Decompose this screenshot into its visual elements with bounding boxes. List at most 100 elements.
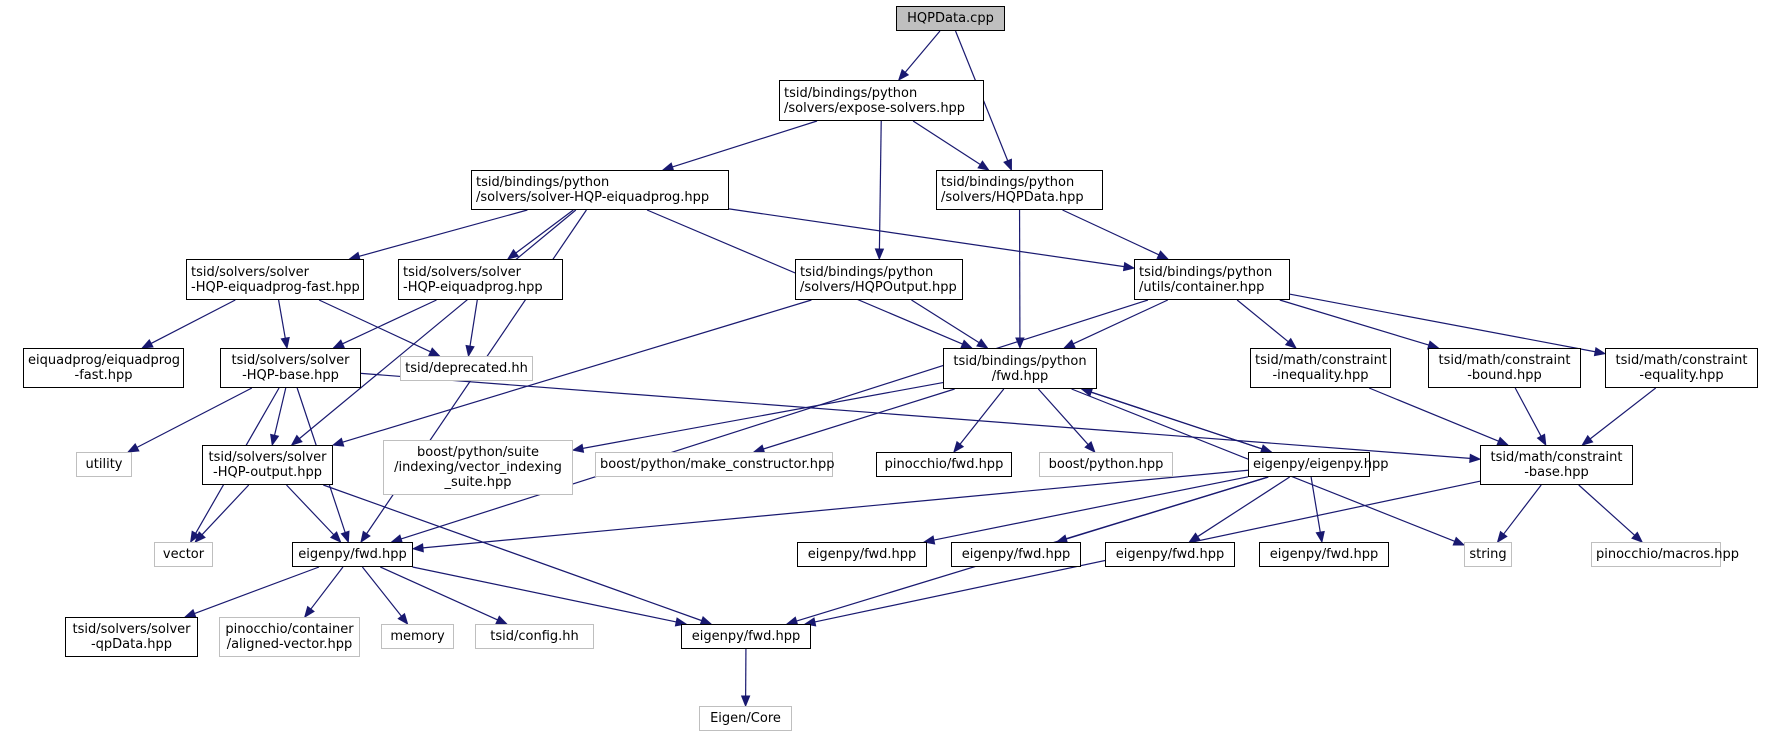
node-eigenpy-fwd-a[interactable]: eigenpy/fwd.hpp bbox=[292, 542, 413, 567]
arrowhead-icon bbox=[142, 340, 153, 348]
node-label-line: vector bbox=[159, 547, 208, 562]
node-pinocchio-macros[interactable]: pinocchio/macros.hpp bbox=[1591, 542, 1721, 567]
node-label-line: /solvers/HQPOutput.hpp bbox=[800, 280, 958, 295]
node-label-line: tsid/bindings/python bbox=[784, 86, 979, 101]
arrowhead-icon bbox=[573, 444, 584, 452]
arrowhead-icon bbox=[1064, 340, 1075, 348]
node-label-line: pinocchio/container bbox=[224, 622, 355, 637]
edge-constraint-equality-to-constraint-base bbox=[1590, 388, 1656, 439]
node-root[interactable]: HQPData.cpp bbox=[896, 6, 1005, 31]
node-label-line: /solvers/HQPData.hpp bbox=[941, 190, 1098, 205]
node-constraint-bound[interactable]: tsid/math/constraint-bound.hpp bbox=[1428, 348, 1581, 388]
node-hqpdata-py[interactable]: tsid/bindings/python/solvers/HQPData.hpp bbox=[936, 170, 1103, 210]
node-qpdata[interactable]: tsid/solvers/solver-qpData.hpp bbox=[65, 617, 198, 657]
node-label-line: tsid/solvers/solver bbox=[207, 450, 328, 465]
node-memory[interactable]: memory bbox=[381, 624, 454, 649]
arrowhead-icon bbox=[466, 345, 474, 356]
edge-fwd-py-to-boost-python bbox=[1038, 389, 1088, 445]
node-solver-eiquadprog[interactable]: tsid/solvers/solver-HQP-eiquadprog.hpp bbox=[398, 259, 563, 300]
node-string[interactable]: string bbox=[1464, 542, 1512, 567]
edge-solver-output-to-eigenpy-fwd-a bbox=[286, 485, 333, 535]
node-label-line: tsid/solvers/solver bbox=[191, 265, 359, 280]
node-constraint-inequality[interactable]: tsid/math/constraint-inequality.hpp bbox=[1250, 348, 1391, 388]
node-eigenpy-fwd-c[interactable]: eigenpy/fwd.hpp bbox=[951, 542, 1081, 567]
node-solver-hqp-eiquadprog-py[interactable]: tsid/bindings/python/solvers/solver-HQP-… bbox=[471, 170, 729, 210]
edge-container-py-to-eigenpy-fwd-a bbox=[401, 300, 1148, 539]
node-aligned-vector[interactable]: pinocchio/container/aligned-vector.hpp bbox=[219, 617, 360, 657]
node-label-line: tsid/bindings/python bbox=[476, 175, 724, 190]
node-hqpoutput-py[interactable]: tsid/bindings/python/solvers/HQPOutput.h… bbox=[795, 259, 963, 300]
node-fwd-py[interactable]: tsid/bindings/python/fwd.hpp bbox=[943, 348, 1097, 389]
arrowhead-icon bbox=[961, 340, 972, 348]
node-label-line: tsid/math/constraint bbox=[1485, 450, 1628, 465]
node-label-line: eigenpy/eigenpy.hpp bbox=[1253, 457, 1365, 472]
node-expose-solvers[interactable]: tsid/bindings/python/solvers/expose-solv… bbox=[779, 80, 984, 121]
node-pinocchio-fwd[interactable]: pinocchio/fwd.hpp bbox=[876, 452, 1012, 477]
arrowhead-icon bbox=[1316, 531, 1324, 542]
arrowhead-icon bbox=[1004, 159, 1011, 170]
node-make-constructor[interactable]: boost/python/make_constructor.hpp bbox=[595, 452, 833, 477]
node-label-line: string bbox=[1469, 547, 1507, 562]
arrowhead-icon bbox=[429, 348, 440, 356]
arrowhead-icon bbox=[1594, 348, 1605, 356]
node-utility[interactable]: utility bbox=[76, 452, 132, 477]
node-constraint-base[interactable]: tsid/math/constraint-base.hpp bbox=[1480, 445, 1633, 485]
node-label-line: /aligned-vector.hpp bbox=[224, 637, 355, 652]
node-vector-indexing-suite[interactable]: boost/python/suite/indexing/vector_index… bbox=[383, 440, 573, 495]
node-label-line: tsid/bindings/python bbox=[941, 175, 1098, 190]
edge-solver-fast-to-solver-base bbox=[279, 300, 286, 338]
node-eigenpy-fwd-b[interactable]: eigenpy/fwd.hpp bbox=[797, 542, 927, 567]
edge-solver-fast-to-eiquadprog-fast bbox=[151, 300, 235, 343]
arrowhead-icon bbox=[1124, 263, 1134, 271]
node-label-line: tsid/solvers/solver bbox=[70, 622, 193, 637]
arrowhead-icon bbox=[1286, 339, 1296, 348]
arrowhead-icon bbox=[1498, 532, 1507, 542]
node-config[interactable]: tsid/config.hh bbox=[475, 624, 594, 649]
node-label-line: /utils/container.hpp bbox=[1139, 280, 1285, 295]
node-label-line: utility bbox=[81, 457, 127, 472]
node-eigenpy-fwd-e[interactable]: eigenpy/fwd.hpp bbox=[1259, 542, 1389, 567]
node-solver-base[interactable]: tsid/solvers/solver-HQP-base.hpp bbox=[220, 348, 361, 388]
edge-eigenpy-eigenpy-to-eigenpy-fwd-e bbox=[1311, 477, 1320, 532]
node-constraint-equality[interactable]: tsid/math/constraint-equality.hpp bbox=[1605, 348, 1758, 388]
edge-container-py-to-constraint-equality bbox=[1290, 294, 1595, 352]
arrowhead-icon bbox=[1582, 436, 1592, 445]
node-label-line: tsid/config.hh bbox=[480, 629, 589, 644]
node-vector[interactable]: vector bbox=[154, 542, 213, 567]
node-label-line: tsid/bindings/python bbox=[800, 265, 958, 280]
node-label-line: tsid/math/constraint bbox=[1433, 353, 1576, 368]
arrowhead-icon bbox=[281, 337, 289, 348]
node-eiquadprog-fast[interactable]: eiquadprog/eiquadprog-fast.hpp bbox=[23, 348, 184, 388]
node-label-line: -HQP-base.hpp bbox=[225, 368, 356, 383]
arrowhead-icon bbox=[398, 614, 407, 624]
node-eigenpy-eigenpy[interactable]: eigenpy/eigenpy.hpp bbox=[1248, 452, 1370, 477]
arrowhead-icon bbox=[1470, 454, 1480, 462]
node-label-line: -qpData.hpp bbox=[70, 637, 193, 652]
node-eigenpy-fwd-d[interactable]: eigenpy/fwd.hpp bbox=[1105, 542, 1235, 567]
node-label-line: _suite.hpp bbox=[388, 475, 568, 490]
arrowhead-icon bbox=[742, 696, 750, 706]
node-deprecated[interactable]: tsid/deprecated.hh bbox=[400, 356, 533, 381]
node-solver-output[interactable]: tsid/solvers/solver-HQP-output.hpp bbox=[202, 445, 333, 485]
arrowhead-icon bbox=[1453, 538, 1464, 545]
edge-solver-hqp-eiquadprog-py-to-container-py bbox=[729, 209, 1124, 267]
arrowhead-icon bbox=[413, 544, 423, 552]
node-label-line: tsid/math/constraint bbox=[1255, 353, 1386, 368]
node-label-line: tsid/math/constraint bbox=[1610, 353, 1753, 368]
node-label-line: /solvers/solver-HQP-eiquadprog.hpp bbox=[476, 190, 724, 205]
node-container-py[interactable]: tsid/bindings/python/utils/container.hpp bbox=[1134, 259, 1290, 300]
node-label-line: eigenpy/fwd.hpp bbox=[802, 547, 922, 562]
edge-container-py-to-fwd-py bbox=[1073, 300, 1167, 344]
node-label-line: memory bbox=[386, 629, 449, 644]
node-eigenpy-fwd-f[interactable]: eigenpy/fwd.hpp bbox=[681, 624, 811, 649]
node-solver-fast[interactable]: tsid/solvers/solver-HQP-eiquadprog-fast.… bbox=[186, 259, 364, 300]
node-boost-python[interactable]: boost/python.hpp bbox=[1039, 452, 1173, 477]
edge-solver-eiquadprog-to-deprecated bbox=[470, 300, 477, 346]
node-eigen-core[interactable]: Eigen/Core bbox=[699, 706, 792, 731]
arrowhead-icon bbox=[954, 442, 963, 452]
edge-eigenpy-fwd-a-to-eigenpy-fwd-f bbox=[412, 567, 676, 622]
node-label-line: eigenpy/fwd.hpp bbox=[1110, 547, 1230, 562]
edge-eigenpy-fwd-a-to-qpdata bbox=[194, 567, 319, 614]
node-label-line: Eigen/Core bbox=[704, 711, 787, 726]
